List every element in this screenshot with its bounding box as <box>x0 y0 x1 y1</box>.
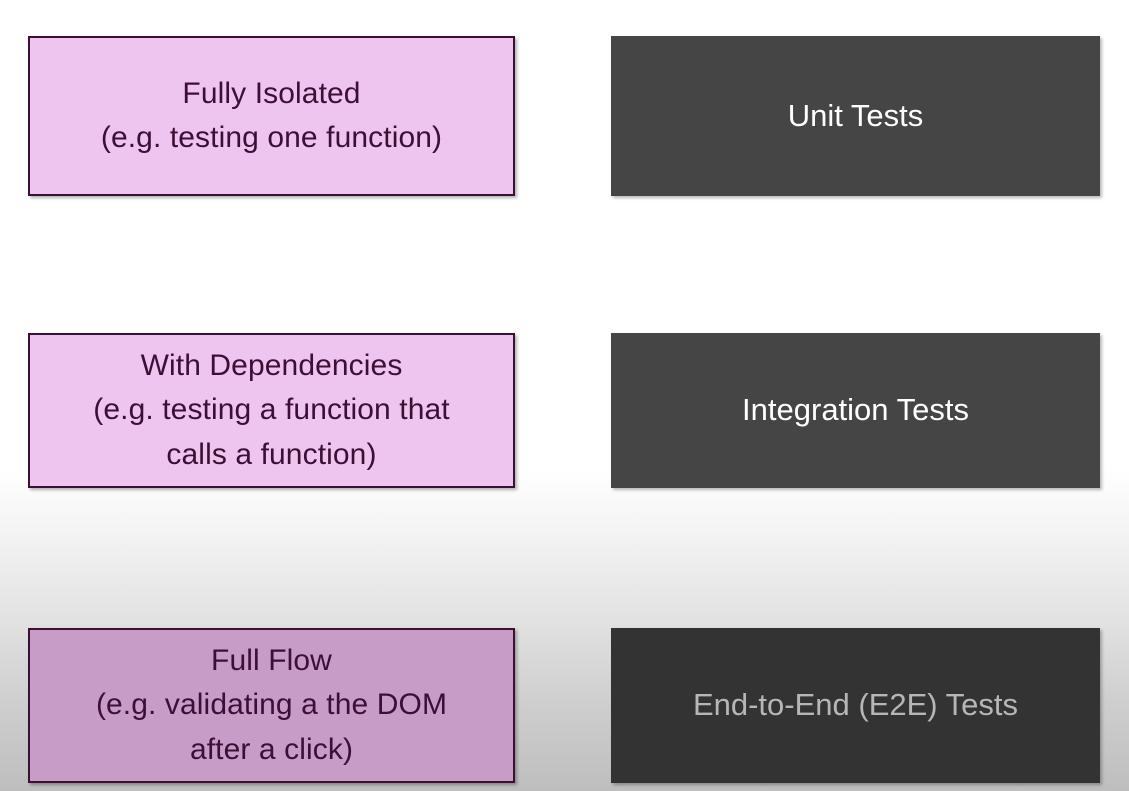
test-scope-label-e2e: Full Flow (e.g. validating a the DOM aft… <box>95 644 448 766</box>
test-category-label-unit: Unit Tests <box>787 97 924 133</box>
test-scope-box-integration[interactable]: With Dependencies (e.g. testing a functi… <box>28 333 515 488</box>
test-scope-box-e2e[interactable]: Full Flow (e.g. validating a the DOM aft… <box>28 628 515 783</box>
test-category-label-integration: Integration Tests <box>742 392 969 428</box>
test-scope-label-integration: With Dependencies (e.g. testing a functi… <box>93 349 450 471</box>
test-scope-box-unit[interactable]: Fully Isolated (e.g. testing one functio… <box>28 36 515 196</box>
test-category-label-e2e: End-to-End (E2E) Tests <box>692 687 1019 723</box>
test-category-box-integration[interactable]: Integration Tests <box>611 333 1100 488</box>
test-scope-label-unit: Fully Isolated (e.g. testing one functio… <box>100 76 443 154</box>
test-category-box-e2e[interactable]: End-to-End (E2E) Tests <box>611 628 1100 783</box>
test-category-box-unit[interactable]: Unit Tests <box>611 36 1100 196</box>
